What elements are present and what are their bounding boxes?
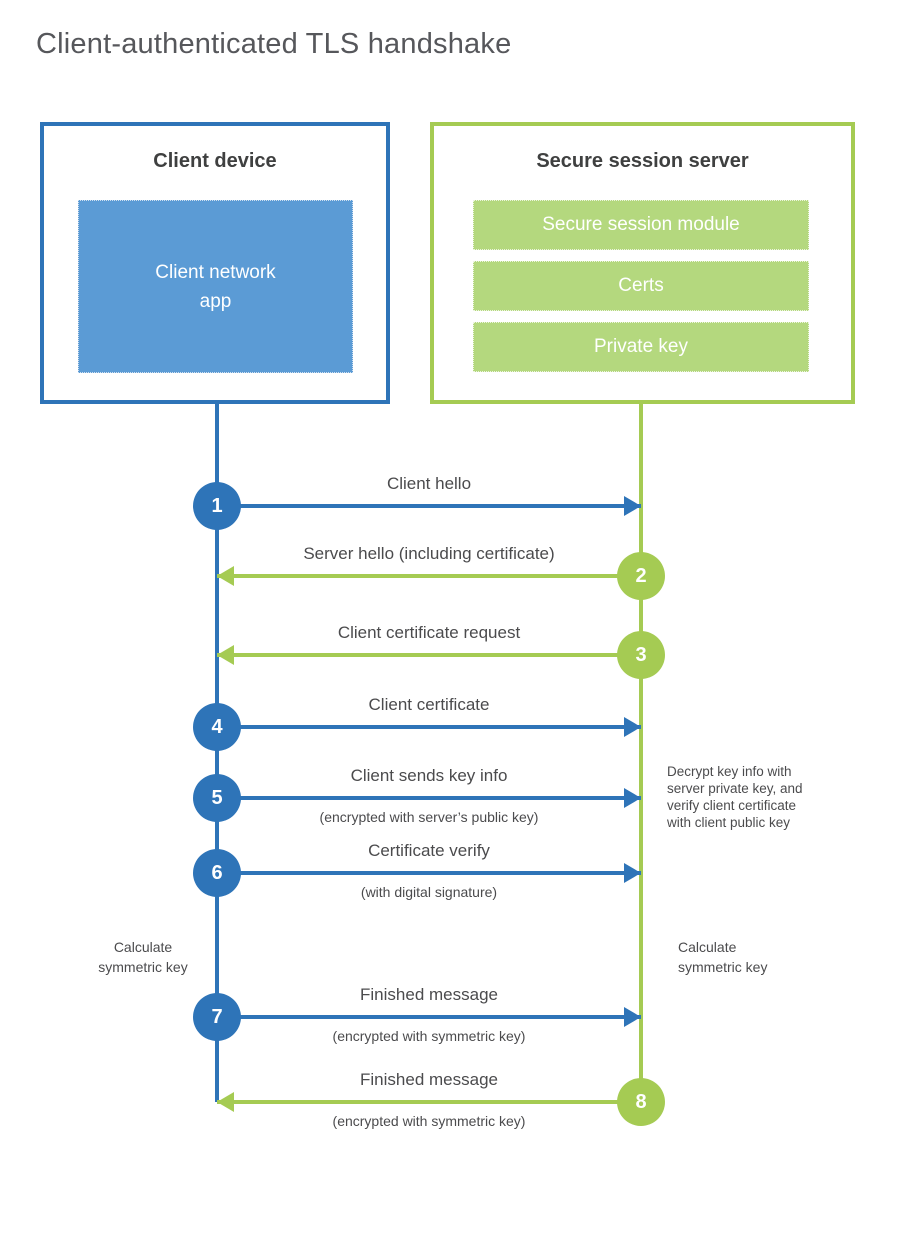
calc-right-line1: Calculate xyxy=(678,939,737,955)
server-module-secure-session: Secure session module xyxy=(473,200,809,250)
client-device-box: Client device Client network app xyxy=(40,122,390,404)
arrowhead-left-icon xyxy=(217,566,234,586)
message-arrow-line xyxy=(217,871,641,875)
step-number-badge: 2 xyxy=(617,552,665,600)
message-arrow-line xyxy=(217,574,641,578)
client-network-app-box: Client network app xyxy=(78,200,353,373)
message-label: Client certificate request xyxy=(337,623,521,642)
message-arrow-line xyxy=(217,653,641,657)
message-label: Client hello xyxy=(386,474,472,493)
calc-left-line1: Calculate xyxy=(113,939,173,955)
arrowhead-right-icon xyxy=(624,496,641,516)
message-arrow-line xyxy=(217,504,641,508)
server-title: Secure session server xyxy=(536,150,749,172)
arrowhead-right-icon xyxy=(624,863,641,883)
arrowhead-left-icon xyxy=(217,645,234,665)
server-note-line3: verify client certificate xyxy=(667,798,797,813)
calc-symmetric-key-note-server: Calculate symmetric key xyxy=(678,937,820,977)
message-label: Certificate verify xyxy=(368,841,490,860)
message-sublabel: (encrypted with symmetric key) xyxy=(332,1028,526,1044)
step-number-badge: 1 xyxy=(193,482,241,530)
message-sublabel: (encrypted with server’s public key) xyxy=(319,809,539,825)
step-number-badge: 6 xyxy=(193,849,241,897)
message-arrow-line xyxy=(217,1100,641,1104)
server-module-certs: Certs xyxy=(473,261,809,311)
server-note-line1: Decrypt key info with xyxy=(667,764,792,779)
message-label: Server hello (including certificate) xyxy=(303,544,555,563)
message-label: Finished message xyxy=(360,985,498,1004)
client-device-title: Client device xyxy=(153,150,277,172)
calc-symmetric-key-note-client: Calculate symmetric key xyxy=(72,937,214,977)
message-arrow-line xyxy=(217,796,641,800)
message-arrow-line xyxy=(217,725,641,729)
step-number-badge: 7 xyxy=(193,993,241,1041)
message-arrow-line xyxy=(217,1015,641,1019)
message-sublabel: (encrypted with symmetric key) xyxy=(332,1113,526,1129)
step-number-badge: 5 xyxy=(193,774,241,822)
server-module-private-key: Private key xyxy=(473,322,809,372)
message-label: Client certificate xyxy=(368,695,490,714)
calc-right-line2: symmetric key xyxy=(678,959,768,975)
client-app-label-line2: app xyxy=(199,290,232,312)
secure-session-server-box: Secure session server Secure session mod… xyxy=(430,122,855,404)
server-lifeline xyxy=(639,404,643,1104)
page-title: Client-authenticated TLS handshake xyxy=(36,28,512,60)
message-label: Finished message xyxy=(360,1070,498,1089)
server-decrypt-note: Decrypt key info with server private key… xyxy=(667,763,845,831)
client-lifeline xyxy=(215,404,219,1102)
arrowhead-right-icon xyxy=(624,717,641,737)
arrowhead-right-icon xyxy=(624,1007,641,1027)
server-note-line4: with client public key xyxy=(667,815,791,830)
server-note-line2: server private key, and xyxy=(667,781,803,796)
step-number-badge: 8 xyxy=(617,1078,665,1126)
step-number-badge: 3 xyxy=(617,631,665,679)
message-sublabel: (with digital signature) xyxy=(360,884,498,900)
step-number-badge: 4 xyxy=(193,703,241,751)
client-app-label-line1: Client network xyxy=(155,261,276,283)
calc-left-line2: symmetric key xyxy=(98,959,188,975)
arrowhead-left-icon xyxy=(217,1092,234,1112)
arrowhead-right-icon xyxy=(624,788,641,808)
message-label: Client sends key info xyxy=(350,766,508,785)
